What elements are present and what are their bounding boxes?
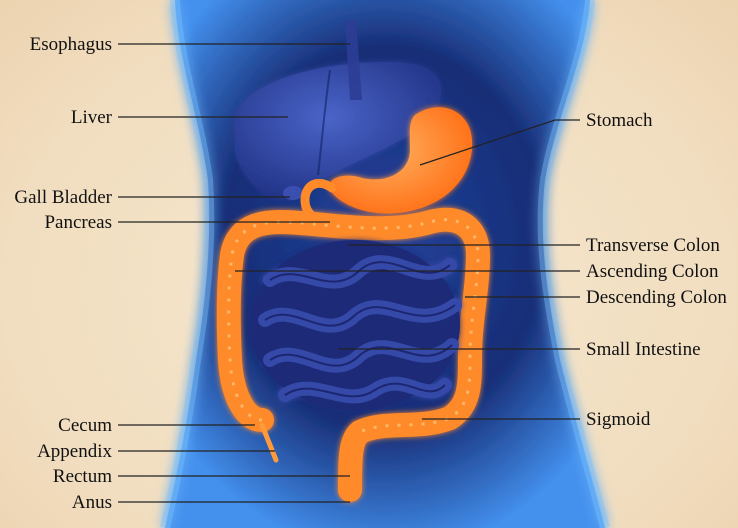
label-gall-bladder: Gall Bladder [14, 188, 112, 207]
label-appendix: Appendix [37, 442, 112, 461]
label-pancreas: Pancreas [44, 213, 112, 232]
label-stomach: Stomach [586, 111, 653, 130]
label-liver: Liver [71, 108, 112, 127]
label-rectum: Rectum [53, 467, 112, 486]
label-sigmoid: Sigmoid [586, 410, 650, 429]
label-transverse-colon: Transverse Colon [586, 236, 720, 255]
gall-bladder-organ [283, 186, 303, 200]
small-intestine-organ [250, 240, 460, 410]
label-esophagus: Esophagus [30, 35, 112, 54]
label-cecum: Cecum [58, 416, 112, 435]
label-anus: Anus [72, 493, 112, 512]
label-ascending-colon: Ascending Colon [586, 262, 718, 281]
label-descending-colon: Descending Colon [586, 288, 727, 307]
label-small-intestine: Small Intestine [586, 340, 701, 359]
